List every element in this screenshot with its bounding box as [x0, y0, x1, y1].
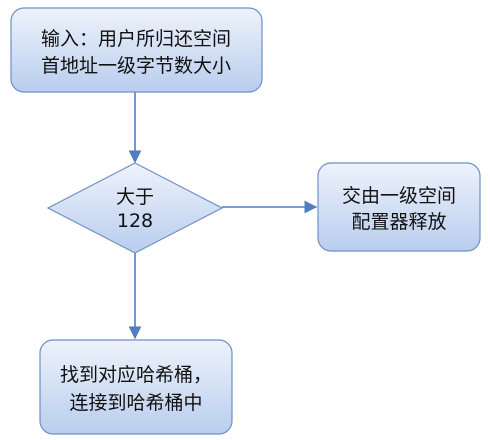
node-decision-line1: 大于	[116, 186, 154, 208]
node-input: 输入：用户所归还空间 首地址一级字节数大小	[10, 7, 263, 93]
node-decision-line2: 128	[117, 210, 153, 232]
node-hash-bucket-line2: 连接到哈希桶中	[69, 392, 202, 414]
node-input-line1: 输入：用户所归还空间	[41, 28, 231, 50]
node-input-line2: 首地址一级字节数大小	[41, 55, 231, 77]
node-first-level-line2: 配置器释放	[351, 211, 446, 233]
node-hash-bucket-line1: 找到对应哈希桶，	[60, 364, 212, 386]
node-first-level-line1: 交由一级空间	[342, 185, 456, 207]
node-hash-bucket: 找到对应哈希桶， 连接到哈希桶中	[39, 339, 233, 435]
node-decision: 大于 128	[46, 162, 224, 254]
node-first-level: 交由一级空间 配置器释放	[317, 162, 481, 252]
